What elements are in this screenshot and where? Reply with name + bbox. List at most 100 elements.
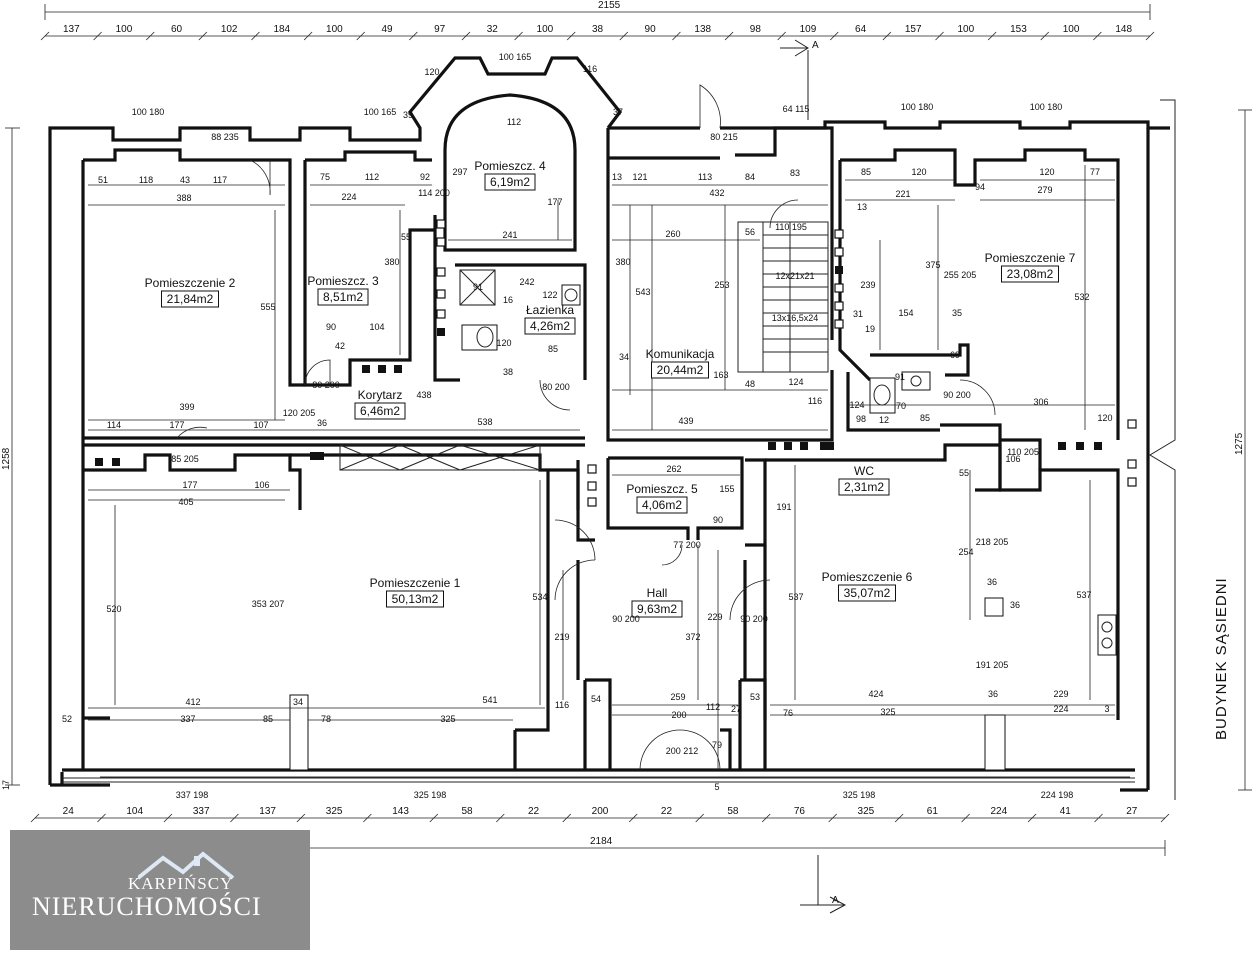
dimension-label: 85 xyxy=(548,344,558,354)
dimension-label: 36 xyxy=(317,418,327,428)
dimension-label: 90 xyxy=(326,322,336,332)
section-marker-bottom: A xyxy=(800,855,847,914)
chain-label: 184 xyxy=(273,24,290,35)
room-area-box xyxy=(838,478,890,496)
dimension-label: 254 xyxy=(958,547,973,557)
room-area-box xyxy=(161,290,219,308)
right-total-dimension: 1275 xyxy=(1234,109,1252,791)
chain-label: 100 xyxy=(957,24,974,35)
chain-label: 100 xyxy=(116,24,133,35)
chain-label: 22 xyxy=(661,806,673,817)
dimension-label: 90 200 xyxy=(740,614,768,624)
dimension-label: 124 xyxy=(788,377,803,387)
dimension-label: 114 200 xyxy=(418,188,450,198)
dimension-label: 43 xyxy=(180,175,190,185)
agency-logo: KARPIŃSCY NIERUCHOMOŚCI xyxy=(10,830,310,950)
dimension-label: 56 xyxy=(745,227,755,237)
room-name: WC xyxy=(854,464,874,478)
chain-label: 38 xyxy=(592,24,604,35)
dimension-label: 191 205 xyxy=(976,660,1009,670)
dimension-label: 229 xyxy=(707,612,722,622)
dimension-label: 337 xyxy=(180,714,195,724)
dimension-label: 116 xyxy=(555,700,569,710)
dimension-label: 79 xyxy=(712,740,722,750)
chain-label: 32 xyxy=(487,24,499,35)
dimension-label: 405 xyxy=(178,497,193,507)
dimension-label: 110 195 xyxy=(775,222,807,232)
dimension-label: 325 198 xyxy=(414,790,447,800)
roof-icon xyxy=(138,851,235,880)
dimension-label: 110 205 xyxy=(1007,447,1039,457)
dimension-label: 34 xyxy=(619,352,629,362)
dimension-label: 85 xyxy=(920,413,930,423)
dimension-label: 27 xyxy=(731,704,741,714)
dimension-label: 12x21x21 xyxy=(775,271,814,281)
dimension-label: 100 180 xyxy=(132,107,165,117)
dimension-label: 54 xyxy=(591,694,601,704)
inner-dimension-lines xyxy=(88,165,1115,770)
dimension-label: 104 xyxy=(369,322,384,332)
room-area-box xyxy=(1001,265,1059,283)
dimension-label: 13x16,5x24 xyxy=(772,313,819,323)
dimension-label: 239 xyxy=(860,280,875,290)
dimension-label: 38 xyxy=(503,367,513,377)
dimension-label: 120 205 xyxy=(283,408,316,418)
dimension-label: 78 xyxy=(321,714,331,724)
doors xyxy=(176,84,996,771)
dimension-label: 80 200 xyxy=(542,382,570,392)
room-area-box xyxy=(838,584,896,602)
dimension-label: 241 xyxy=(502,230,517,240)
chain-label: 100 xyxy=(326,24,343,35)
dimension-label: 100 165 xyxy=(499,52,532,62)
dimension-label: 438 xyxy=(416,390,431,400)
dimension-label: 259 xyxy=(670,692,685,702)
room-name: Pomieszcz. 4 xyxy=(474,159,546,173)
dimension-label: 64 115 xyxy=(783,104,810,114)
dimension-label: 84 xyxy=(745,172,755,182)
chain-label: 102 xyxy=(221,24,238,35)
dimension-label: 19 xyxy=(865,324,875,334)
room-area: 8,51m2 xyxy=(323,290,363,304)
dimension-label: 92 xyxy=(420,172,430,182)
dimension-label: 221 xyxy=(895,189,910,199)
room-area-box xyxy=(636,496,688,514)
room-area: 6,46m2 xyxy=(360,404,400,418)
top-total-dimension: 2155 xyxy=(44,0,1151,20)
dimension-label: 337 198 xyxy=(176,790,209,800)
dimension-label: 120 xyxy=(1097,413,1112,423)
chain-label: 109 xyxy=(800,24,817,35)
chain-label: 76 xyxy=(794,806,806,817)
dimension-label: 120 xyxy=(1039,167,1054,177)
dimension-label: 120 xyxy=(911,167,926,177)
dimension-label: 83 xyxy=(790,168,800,178)
chain-label: 148 xyxy=(1115,24,1132,35)
dimension-label: 88 235 xyxy=(211,132,239,142)
bottom-total-label: 2184 xyxy=(590,836,613,847)
dimension-label: 262 xyxy=(666,464,681,474)
room-name: Pomieszczenie 2 xyxy=(145,276,236,290)
room-name: Hall xyxy=(647,586,668,600)
chain-label: 58 xyxy=(461,806,473,817)
room-area-box xyxy=(484,173,536,191)
room-area-box xyxy=(386,590,444,608)
dimension-label: 94 xyxy=(975,182,985,192)
dimension-label: 224 198 xyxy=(1041,790,1074,800)
dimension-label: 177 xyxy=(169,420,184,430)
dimension-label: 375 xyxy=(925,260,940,270)
dimension-label: 90 xyxy=(713,515,723,525)
dimension-label: 219 xyxy=(554,632,569,642)
room-area: 4,06m2 xyxy=(642,498,682,512)
dimension-label: 36 xyxy=(987,577,997,587)
dimension-label: 229 xyxy=(1053,689,1068,699)
dimension-label: 224 xyxy=(341,192,356,202)
dimension-label: 353 207 xyxy=(252,599,285,609)
dimension-label: 122 xyxy=(542,290,557,300)
dimension-label: 325 xyxy=(880,707,895,717)
dimension-label: 36 xyxy=(988,689,998,699)
dimension-label: 39 xyxy=(403,110,413,120)
dimension-label: 117 xyxy=(213,175,227,185)
